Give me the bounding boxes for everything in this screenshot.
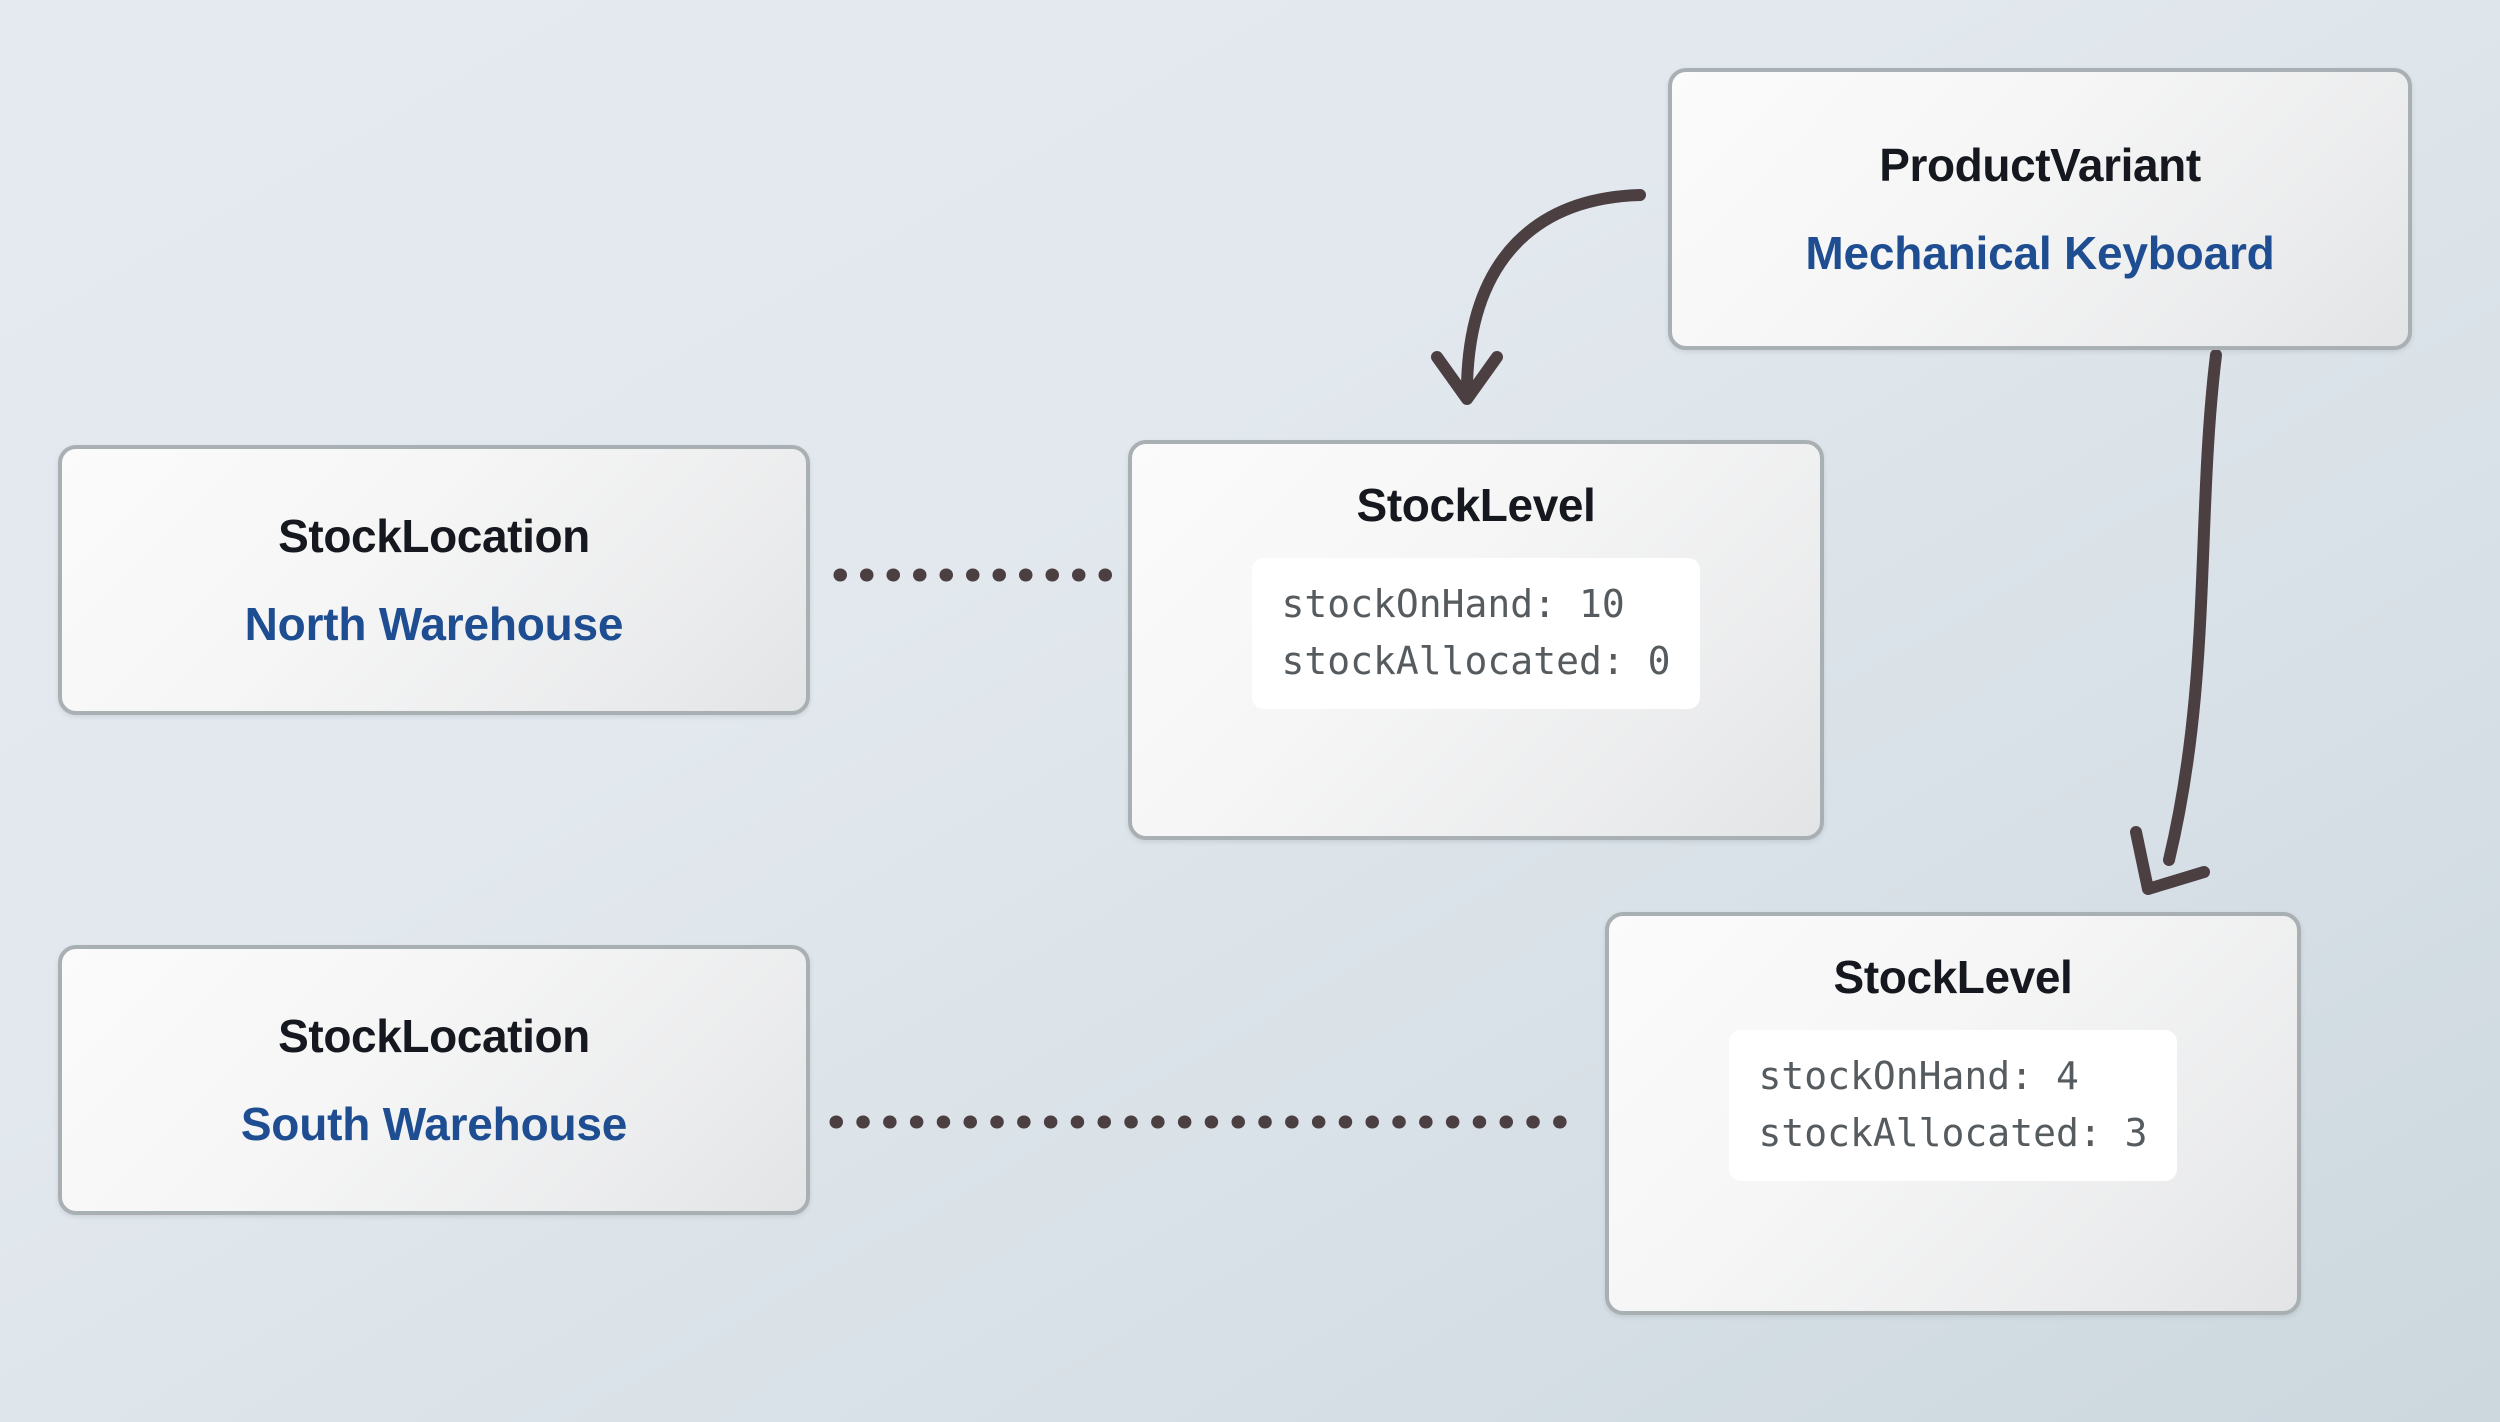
node-stock-level-south[interactable]: StockLevel stockOnHand: 4 stockAllocated… <box>1605 912 2301 1315</box>
node-type-label: StockLevel <box>1833 951 2073 1003</box>
node-instance-label: North Warehouse <box>244 598 624 650</box>
node-type-label: ProductVariant <box>1879 139 2201 191</box>
node-instance-label: South Warehouse <box>240 1098 628 1150</box>
field-stock-on-hand: stockOnHand: 4 <box>1758 1054 2079 1098</box>
node-product-variant[interactable]: ProductVariant Mechanical Keyboard <box>1668 68 2412 350</box>
arrowhead-icon <box>1431 351 1503 405</box>
edge-product-variant-to-stock-level-south <box>2130 349 2222 895</box>
field-panel: stockOnHand: 10 stockAllocated: 0 <box>1251 558 1701 710</box>
field-stock-allocated: stockAllocated: 3 <box>1758 1110 2148 1155</box>
node-instance-label: Mechanical Keyboard <box>1805 227 2275 279</box>
field-stock-on-hand: stockOnHand: 10 <box>1281 582 1625 626</box>
edge-product-variant-to-stock-level-north <box>1431 189 1646 405</box>
node-type-label: StockLocation <box>278 510 590 562</box>
arrowhead-icon <box>2130 826 2210 895</box>
arrow-path <box>2163 349 2222 866</box>
field-panel: stockOnHand: 4 stockAllocated: 3 <box>1728 1030 2178 1182</box>
node-stock-location-north[interactable]: StockLocation North Warehouse <box>58 445 810 715</box>
node-type-label: StockLevel <box>1356 479 1596 531</box>
field-stock-allocated: stockAllocated: 0 <box>1281 638 1671 683</box>
node-stock-location-south[interactable]: StockLocation South Warehouse <box>58 945 810 1215</box>
node-stock-level-north[interactable]: StockLevel stockOnHand: 10 stockAllocate… <box>1128 440 1824 840</box>
arrow-path <box>1461 189 1646 391</box>
node-type-label: StockLocation <box>278 1010 590 1062</box>
